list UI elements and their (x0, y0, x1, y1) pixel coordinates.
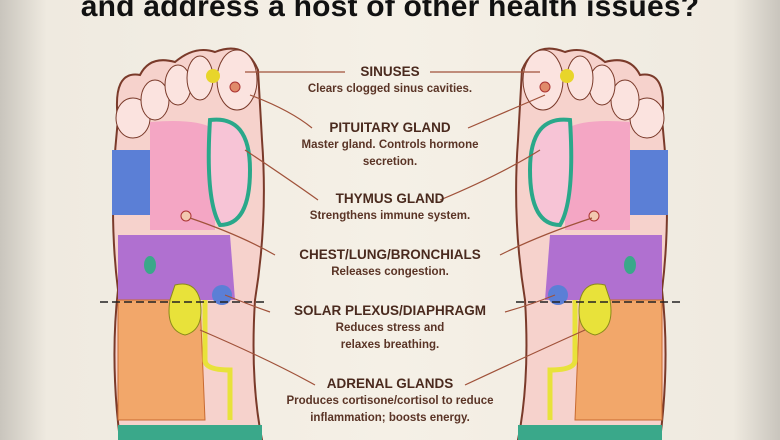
label-heading: PITUITARY GLAND (329, 120, 451, 135)
label-solar-plexus-diaphragm: SOLAR PLEXUS/DIAPHRAGM Reduces stress an… (265, 302, 515, 354)
label-description: Strengthens immune system. (309, 210, 471, 222)
leader-adrenal-left (199, 329, 316, 386)
leader-adrenal-right (464, 329, 586, 386)
leader-thymus-left (244, 149, 319, 201)
label-heading: ADRENAL GLANDS (326, 376, 454, 391)
leader-solar-left (224, 294, 271, 313)
label-heading: THYMUS GLAND (335, 191, 445, 206)
page-title: and address a host of other health issue… (80, 0, 700, 23)
label-chest-lung-bronchials: CHEST/LUNG/BRONCHIALS Releases congestio… (250, 246, 530, 281)
label-adrenal-glands: ADRENAL GLANDS Produces cortisone/cortis… (286, 375, 493, 427)
leader-pituitary-right (467, 94, 546, 129)
label-description: Reduces stress and relaxes breathing. (335, 322, 445, 351)
label-description: Releases congestion. (331, 266, 449, 278)
left-foot (100, 49, 265, 440)
label-heading: SINUSES (360, 64, 420, 79)
label-thymus-gland: THYMUS GLAND Strengthens immune system. (250, 190, 530, 225)
label-pituitary-gland: PITUITARY GLAND Master gland. Controls h… (300, 119, 480, 171)
label-description: Master gland. Controls hormone secretion… (301, 139, 479, 168)
label-heading: SOLAR PLEXUS/DIAPHRAGM (293, 303, 486, 318)
leader-pituitary-left (249, 94, 313, 129)
leader-solar-right (504, 294, 556, 313)
right-foot (515, 49, 680, 440)
label-sinuses: SINUSES Clears clogged sinus cavities. (250, 63, 530, 98)
label-heading: CHEST/LUNG/BRONCHIALS (299, 247, 481, 262)
label-description: Clears clogged sinus cavities. (307, 83, 473, 95)
leader-chest-left (189, 217, 276, 256)
leader-chest-right (499, 217, 593, 256)
leader-thymus-right (439, 149, 541, 201)
label-description: Produces cortisone/cortisol to reduce in… (286, 395, 494, 424)
leader-lines (189, 71, 593, 386)
